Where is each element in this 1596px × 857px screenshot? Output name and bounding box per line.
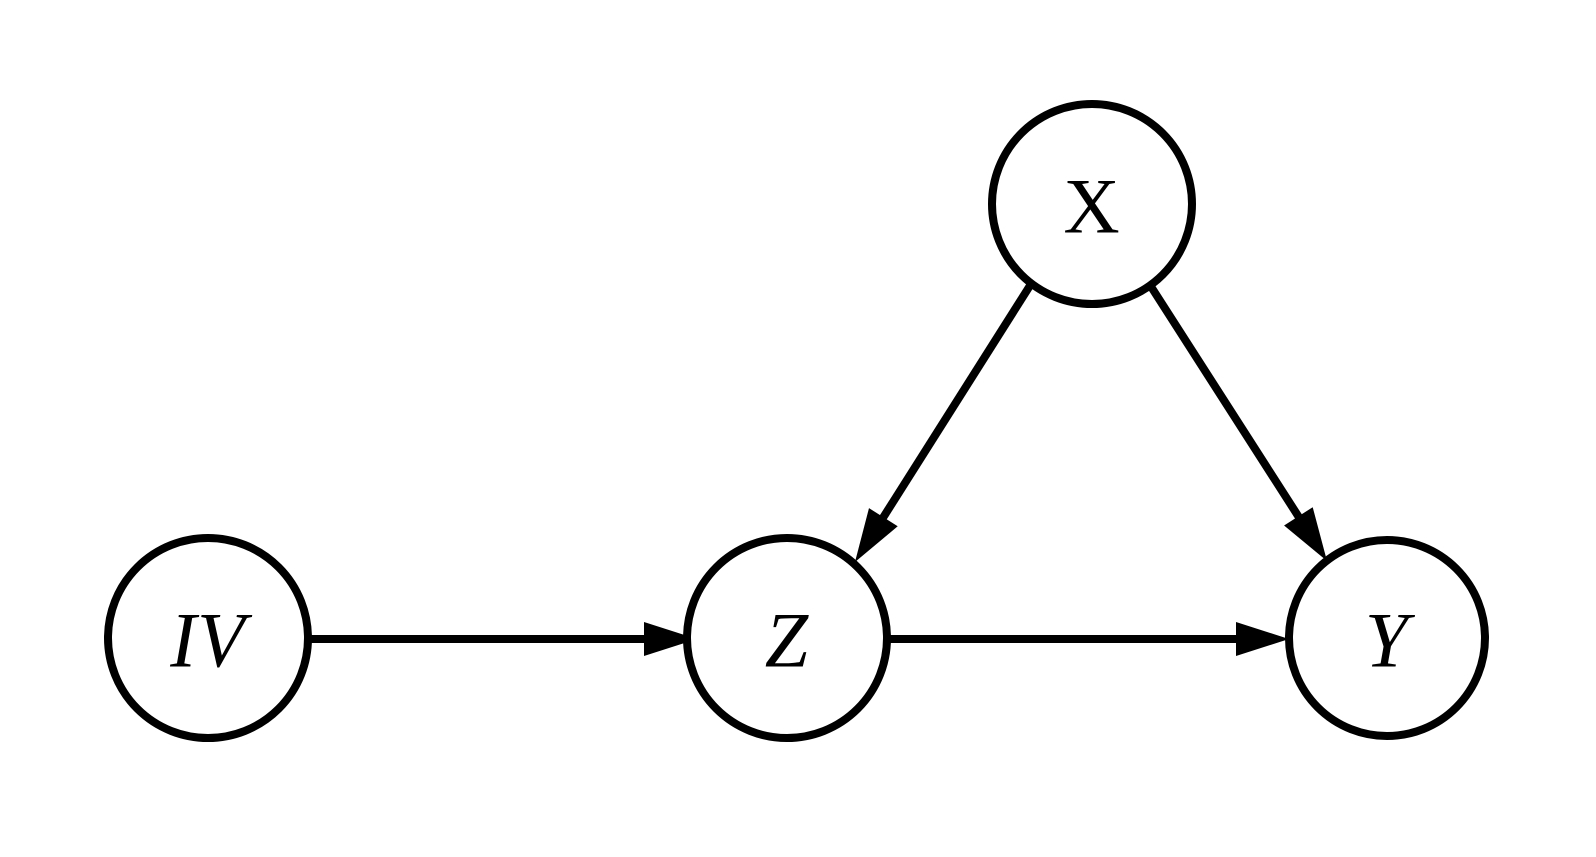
- node-label-z: Z: [765, 597, 810, 684]
- node-circle-y[interactable]: [1285, 536, 1489, 740]
- edge-x-to-z: [855, 281, 1035, 562]
- node-circle-x[interactable]: [988, 100, 1196, 308]
- edge-z-to-y: [888, 622, 1289, 656]
- edge-x-to-y: [1146, 282, 1327, 561]
- arrowhead-icon-x-to-z: [855, 508, 898, 562]
- node-iv[interactable]: IV: [104, 534, 312, 742]
- edge-shaft-x-to-z: [878, 281, 1035, 522]
- arrowhead-icon-x-to-y: [1284, 507, 1327, 561]
- node-label-iv: IV: [169, 597, 253, 684]
- nodes-layer: IV Z X Y: [104, 100, 1489, 742]
- arrowhead-icon-iv-to-z: [644, 622, 697, 656]
- node-circle-z[interactable]: [683, 534, 891, 742]
- node-label-x: X: [1063, 163, 1120, 250]
- node-label-y: Y: [1365, 597, 1416, 684]
- node-x[interactable]: X: [988, 100, 1196, 308]
- node-z[interactable]: Z: [683, 534, 891, 742]
- edges-layer: [309, 281, 1327, 656]
- edge-iv-to-z: [309, 622, 697, 656]
- edge-shaft-x-to-y: [1146, 282, 1303, 521]
- node-circle-iv[interactable]: [104, 534, 312, 742]
- node-y[interactable]: Y: [1285, 536, 1489, 740]
- arrowhead-icon-z-to-y: [1236, 622, 1289, 656]
